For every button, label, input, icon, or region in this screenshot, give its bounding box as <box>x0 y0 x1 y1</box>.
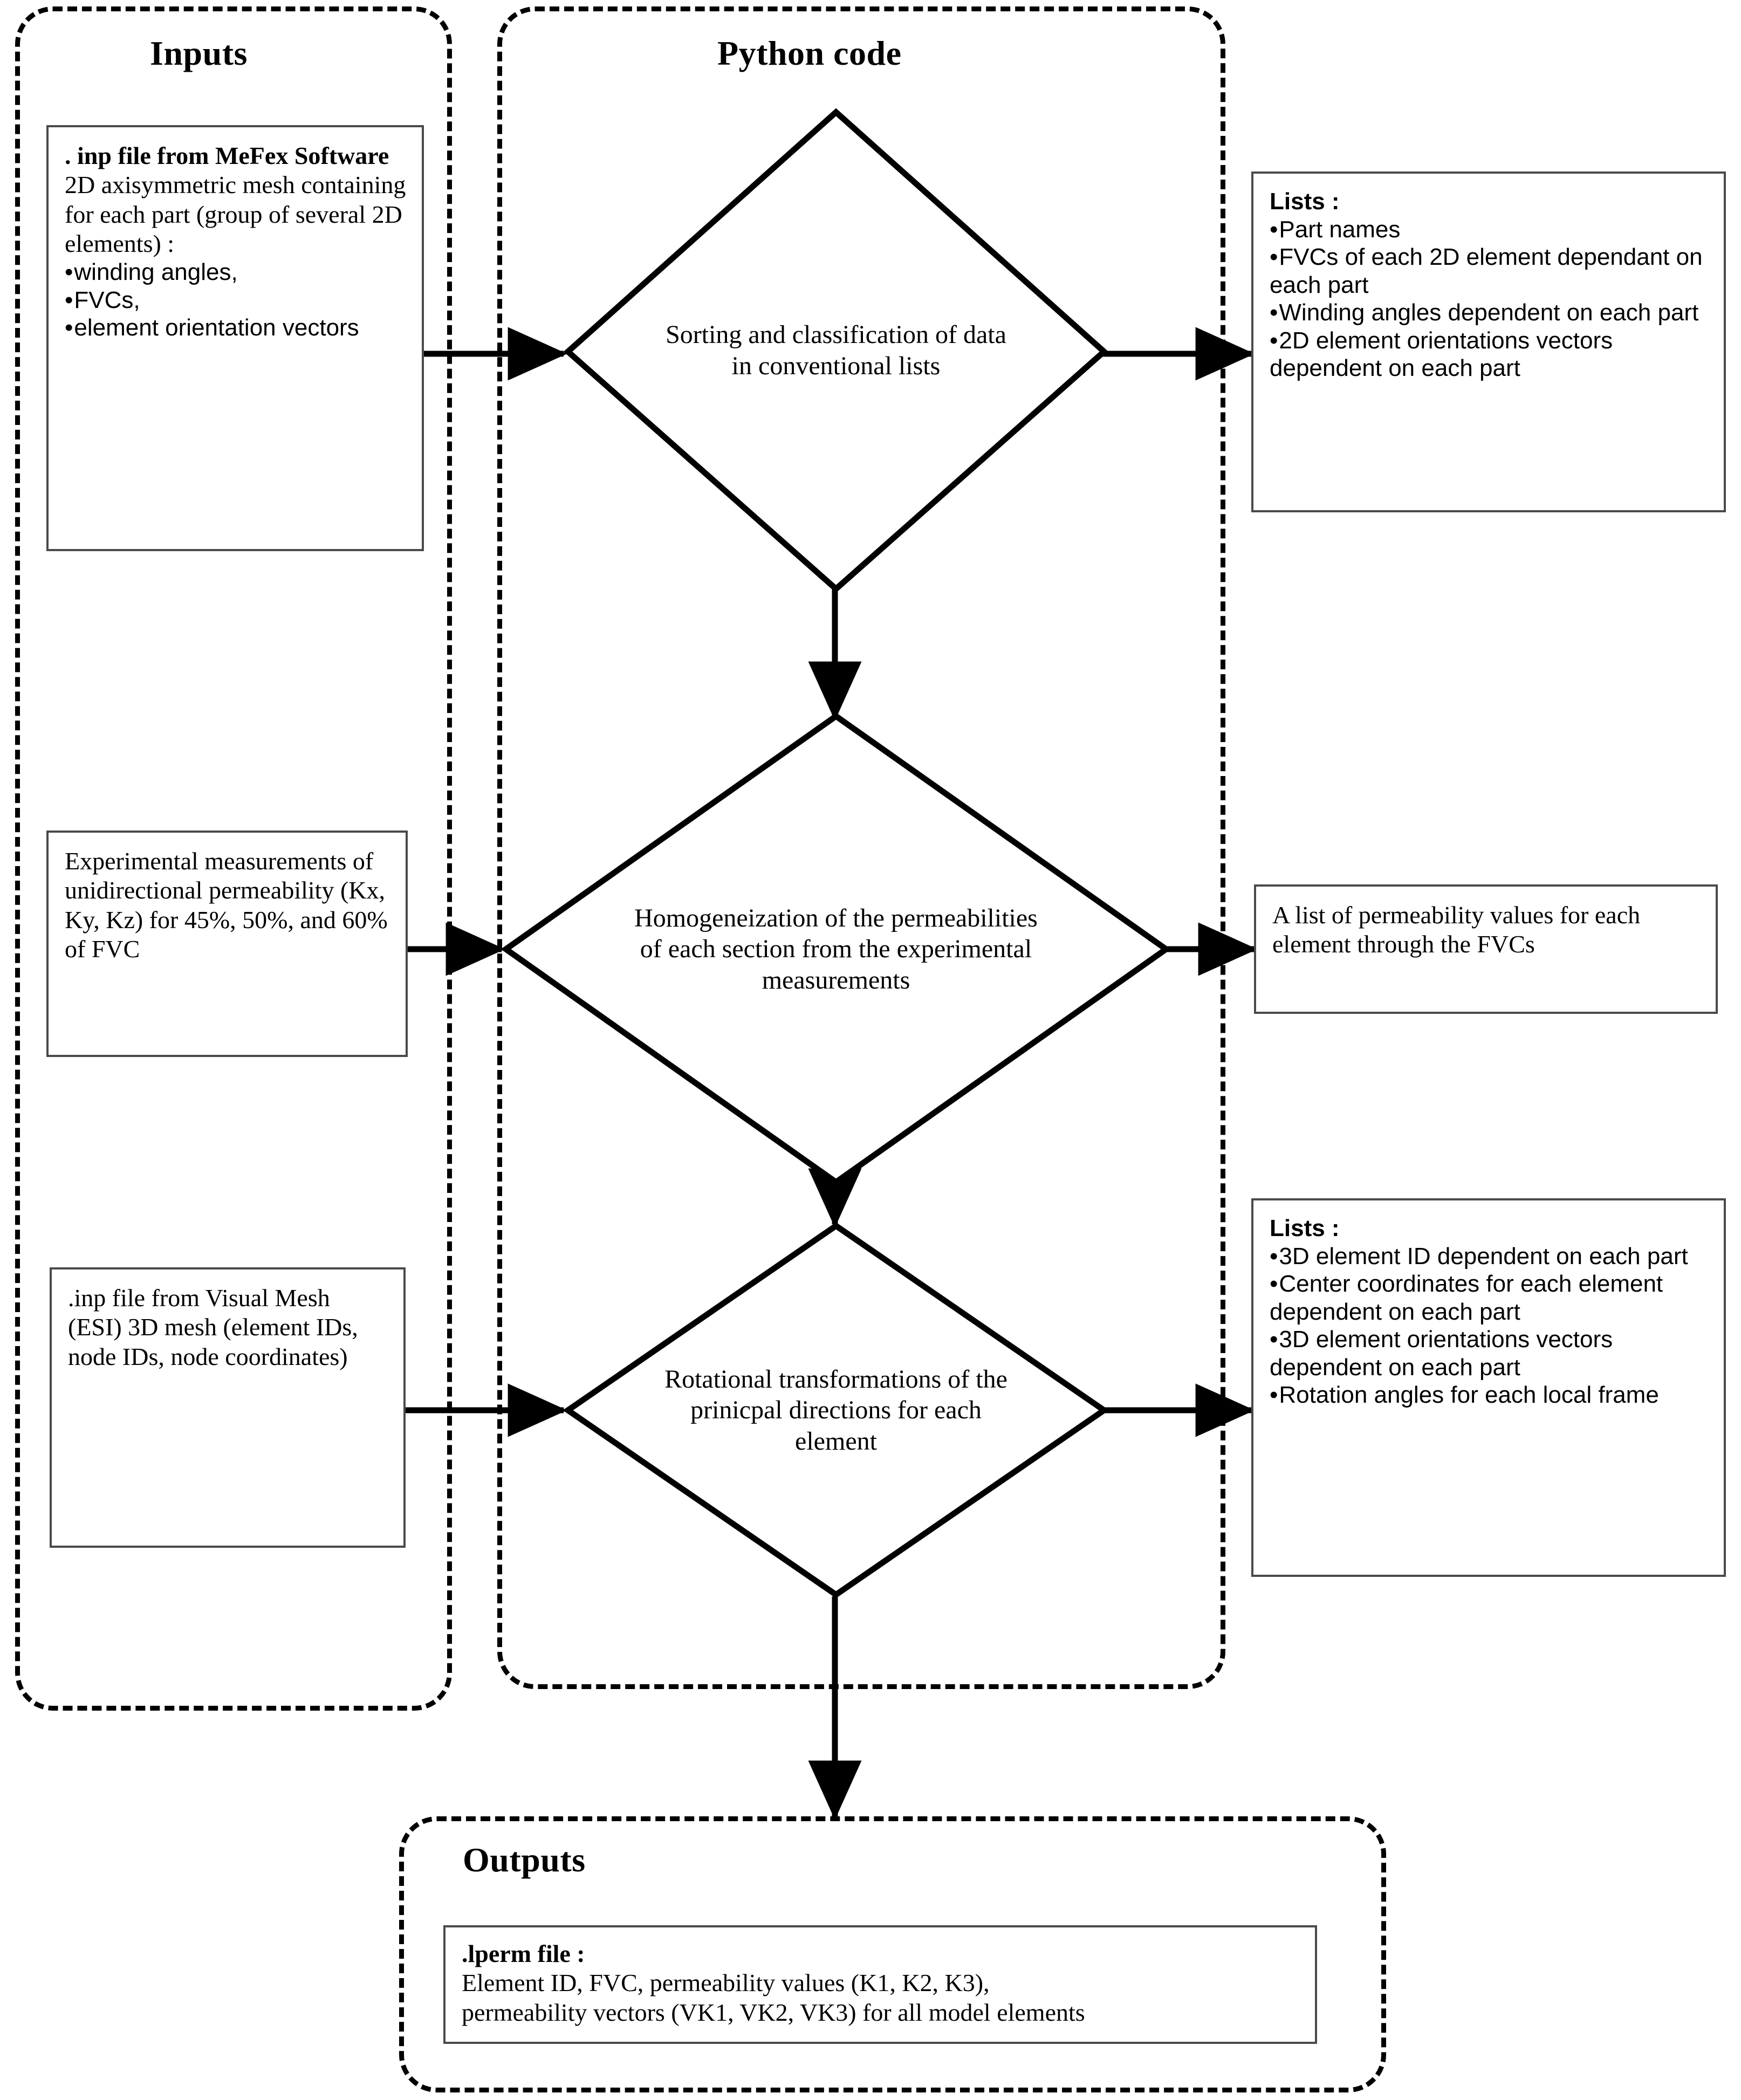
output-box-permeability-list: A list of permeability values for each e… <box>1254 884 1718 1014</box>
outputs-region <box>399 1816 1386 2092</box>
diamond-shape <box>501 712 1171 1186</box>
list-item: FVCs, <box>65 286 408 314</box>
output-box-lists-2d: Lists : Part names FVCs of each 2D eleme… <box>1251 171 1726 512</box>
list-item: 3D element ID dependent on each part <box>1270 1243 1710 1270</box>
list-item: Part names <box>1270 216 1710 243</box>
input-box-visualmesh: .inp file from Visual Mesh (ESI) 3D mesh… <box>50 1267 406 1548</box>
diamond-shape <box>563 108 1109 593</box>
output-box-lists-3d: Lists : 3D element ID dependent on each … <box>1251 1198 1726 1577</box>
output-box-lists-2d-heading: Lists : <box>1270 188 1340 215</box>
output-box-lists-3d-bullets: 3D element ID dependent on each part Cen… <box>1270 1243 1710 1409</box>
final-output-line2: permeability vectors (VK1, VK2, VK3) for… <box>462 1998 1085 2026</box>
output-box-lists-2d-bullets: Part names FVCs of each 2D element depen… <box>1270 216 1710 382</box>
input-box-experimental-body: Experimental measurements of unidirectio… <box>65 847 388 963</box>
final-output-box: .lperm file : Element ID, FVC, permeabil… <box>443 1925 1317 2044</box>
list-item: Center coordinates for each element depe… <box>1270 1270 1710 1326</box>
list-item: Rotation angles for each local frame <box>1270 1381 1710 1409</box>
output-box-lists-3d-heading: Lists : <box>1270 1215 1340 1241</box>
input-box-visualmesh-body: .inp file from Visual Mesh (ESI) 3D mesh… <box>68 1284 358 1370</box>
process-step-sorting: Sorting and classification of data in co… <box>563 108 1109 593</box>
inputs-region <box>15 6 452 1711</box>
process-step-rotational: Rotational transformations of the prinic… <box>563 1221 1109 1599</box>
list-item: winding angles, <box>65 258 408 286</box>
input-box-mefex-heading: . inp file from MeFex Software <box>65 142 389 169</box>
input-box-mefex-bullets: winding angles, FVCs, element orientatio… <box>65 258 408 341</box>
output-box-permeability-list-body: A list of permeability values for each e… <box>1272 901 1641 958</box>
list-item: 2D element orientations vectors dependen… <box>1270 327 1710 382</box>
final-output-heading: .lperm file : <box>462 1940 585 1967</box>
diamond-shape <box>563 1222 1109 1598</box>
python-region <box>497 6 1225 1689</box>
input-box-mefex: . inp file from MeFex Software 2D axisym… <box>46 125 424 551</box>
list-item: element orientation vectors <box>65 314 408 341</box>
inputs-region-title: Inputs <box>150 34 248 72</box>
list-item: Winding angles dependent on each part <box>1270 299 1710 326</box>
list-item: 3D element orientations vectors dependen… <box>1270 1326 1710 1381</box>
input-box-experimental: Experimental measurements of unidirectio… <box>46 831 408 1057</box>
python-region-title: Python code <box>717 34 902 72</box>
list-item: FVCs of each 2D element dependant on eac… <box>1270 243 1710 299</box>
input-box-mefex-body: 2D axisymmetric mesh containing for each… <box>65 171 406 257</box>
outputs-region-title: Outputs <box>463 1841 586 1879</box>
final-output-line1: Element ID, FVC, permeability values (K1… <box>462 1969 990 1997</box>
process-step-homogeneization: Homogeneization of the permeabilities of… <box>501 712 1171 1186</box>
